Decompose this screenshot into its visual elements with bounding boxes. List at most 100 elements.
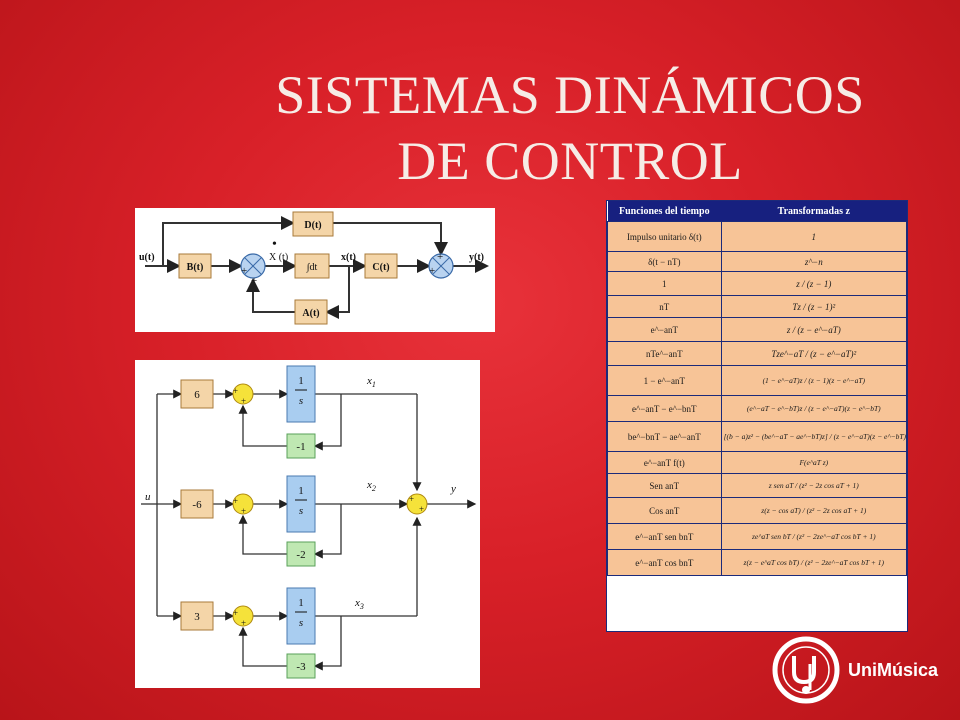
feedback-block-1 (286, 433, 316, 459)
block-d (292, 211, 334, 237)
time-function-cell: e^−anT cos bnT (607, 549, 722, 576)
gain-block-2 (180, 489, 214, 519)
label-u: u(t) (139, 252, 155, 263)
table-row: be^−bnT − ae^−anT[(b − a)z² − (be^−aT − … (607, 421, 908, 452)
header-time-functions: Funciones del tiempo (607, 201, 722, 222)
block-a (294, 299, 328, 325)
z-transform-cell: z(z − cos aT) / (z² − 2z cos aT + 1) (720, 497, 908, 524)
time-function-cell: Impulso unitario δ(t) (607, 221, 722, 252)
gain-block-3 (180, 601, 214, 631)
z-transform-cell: 1 (720, 221, 908, 252)
integrator-block-3 (286, 587, 316, 645)
integrator-num-1: 1 (298, 375, 304, 387)
unimusica-logo: UniMúsica (770, 634, 950, 714)
z-transform-cell: Tz / (z − 1)² (720, 295, 908, 318)
integrator-block-1 (286, 365, 316, 423)
logo-text: UniMúsica (848, 660, 939, 680)
feedback-block-2 (286, 541, 316, 567)
gain-label-3: 3 (194, 611, 200, 623)
sign-out-a: + (409, 494, 414, 504)
label-x: x(t) (341, 252, 356, 263)
table-header-row: Funciones del tiempo Transformadas z (607, 201, 907, 222)
block-b (178, 253, 212, 279)
table-row: e^−anT f(t)F(e^aT z) (607, 451, 908, 474)
feedback-label-3: -3 (296, 661, 306, 673)
sign-sum2-b: + (429, 265, 435, 277)
time-function-cell: 1 − e^−anT (607, 365, 722, 396)
z-transform-table: Funciones del tiempo Transformadas z Imp… (606, 200, 908, 632)
sign-sum1-b: + (251, 275, 257, 287)
time-function-cell: 1 (607, 271, 722, 296)
integrator-den-2: s (299, 505, 303, 517)
time-function-cell: δ(t − nT) (607, 251, 722, 272)
header-z-transforms: Transformadas z (721, 201, 907, 222)
z-transform-grid: Funciones del tiempo Transformadas z Imp… (607, 201, 908, 576)
state-space-diagram-svg: D(t) B(t) ∫dt C(t) A(t) u(t) X (t) • x(t… (139, 211, 489, 325)
z-transform-cell: z(z − e^aT cos bT) / (z² − 2ze^−aT cos b… (720, 549, 908, 576)
z-transform-cell: F(e^aT z) (720, 451, 908, 474)
sign-out-b: + (419, 504, 424, 514)
state-x3: x3 (354, 597, 364, 611)
integrator-den-3: s (299, 617, 303, 629)
z-transform-cell: ze^aT sen bT / (z² − 2ze^−aT cos bT + 1) (720, 523, 908, 550)
z-transform-cell: z^−n (720, 251, 908, 272)
gain-block-1 (180, 379, 214, 409)
table-row: 1 − e^−anT(1 − e^−aT)z / (z − 1)(z − e^−… (607, 365, 908, 396)
z-transform-cell: z / (z − 1) (720, 271, 908, 296)
output-label-y: y (450, 483, 456, 495)
table-row: δ(t − nT)z^−n (607, 251, 908, 272)
integrator-den-1: s (299, 395, 303, 407)
gain-label-1: 6 (194, 389, 200, 401)
feedback-block-3 (286, 653, 316, 679)
integrator-num-3: 1 (298, 597, 304, 609)
state-space-block-diagram: D(t) B(t) ∫dt C(t) A(t) u(t) X (t) • x(t… (135, 208, 495, 332)
sign-3b: + (241, 618, 246, 628)
sign-sum1-a: + (241, 265, 247, 277)
block-c (364, 253, 398, 279)
sign-2b: + (241, 506, 246, 516)
sign-2a: + (233, 496, 238, 506)
time-function-cell: e^−anT − e^−bnT (607, 395, 722, 422)
sign-1a: + (233, 386, 238, 396)
integrator-num-2: 1 (298, 485, 304, 497)
table-row: e^−anT − e^−bnT(e^−aT − e^−bT)z / (z − e… (607, 395, 908, 422)
sum-junction-1 (232, 383, 254, 405)
time-function-cell: e^−anT f(t) (607, 451, 722, 474)
time-function-cell: nT (607, 295, 722, 318)
time-function-cell: e^−anT (607, 317, 722, 342)
z-transform-cell: z sen aT / (z² − 2z cos aT + 1) (720, 473, 908, 498)
z-transform-cell: (e^−aT − e^−bT)z / (z − e^−aT)(z − e^−bT… (720, 395, 908, 422)
time-function-cell: Sen anT (607, 473, 722, 498)
time-function-cell: e^−anT sen bnT (607, 523, 722, 550)
time-function-cell: nTe^−anT (607, 341, 722, 366)
z-transform-cell: (1 − e^−aT)z / (z − 1)(z − e^−aT) (720, 365, 908, 396)
parallel-diagram-svg: 6 -6 3 -1 -2 -3 1 s 1 s 1 s x1 x2 x3 u y… (141, 365, 477, 679)
state-x1: x1 (366, 375, 376, 389)
z-transform-cell: Tze^−aT / (z − e^−aT)² (720, 341, 908, 366)
sum-junction-2 (232, 493, 254, 515)
integrator-block-2 (286, 475, 316, 533)
feedback-label-1: -1 (296, 441, 305, 453)
block-integrator (294, 253, 330, 279)
xdot-dot: • (272, 237, 277, 252)
title-line-1: SISTEMAS DINÁMICOS (275, 65, 865, 125)
label-integrator: ∫dt (306, 262, 318, 273)
sum-junction-output (406, 493, 428, 515)
table-row: Impulso unitario δ(t)1 (607, 221, 908, 252)
label-y: y(t) (469, 252, 484, 263)
feedback-label-2: -2 (296, 549, 305, 561)
parallel-realization-diagram: 6 -6 3 -1 -2 -3 1 s 1 s 1 s x1 x2 x3 u y… (135, 360, 480, 688)
label-a: A(t) (302, 308, 319, 319)
state-x2: x2 (366, 479, 376, 493)
label-c: C(t) (372, 262, 389, 273)
label-xdot: X (t) (269, 252, 288, 263)
z-transform-cell: z / (z − e^−aT) (720, 317, 908, 342)
